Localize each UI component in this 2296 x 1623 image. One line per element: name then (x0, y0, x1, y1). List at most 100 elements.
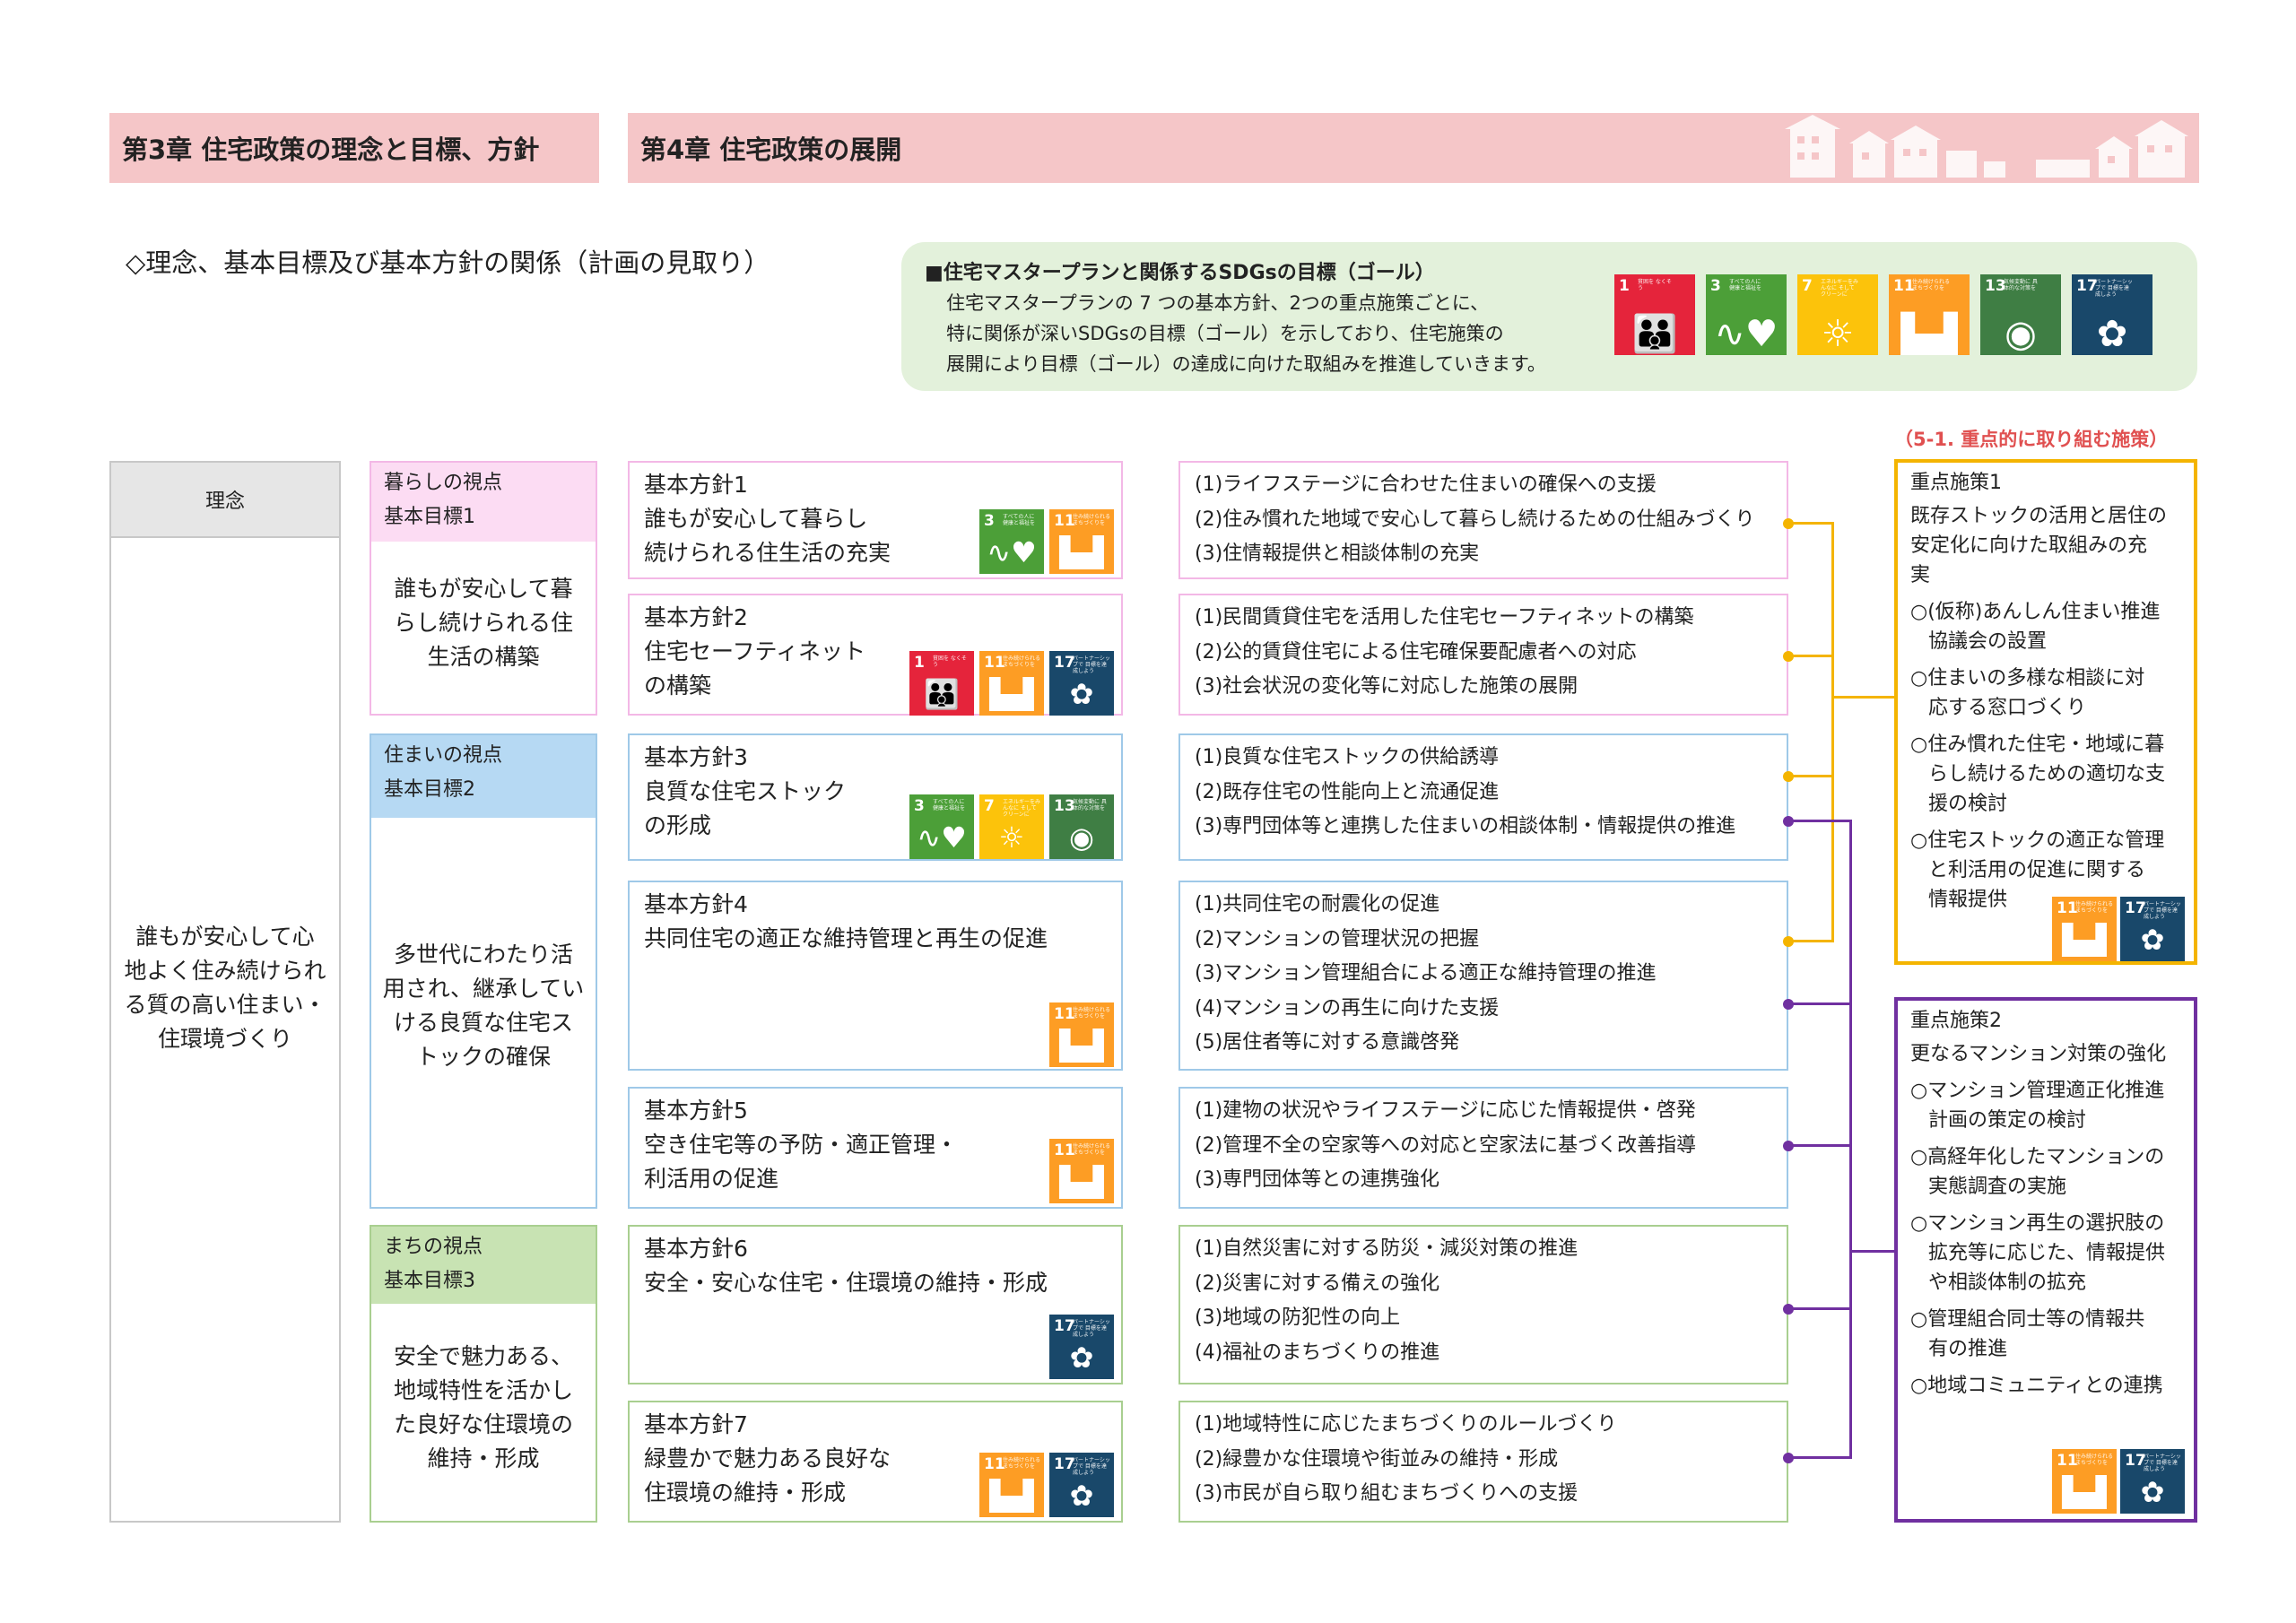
focus1-subtitle: 実 (1910, 564, 1931, 586)
heartbeat-icon: ∿♥ (1714, 312, 1779, 355)
sdg-number: 7 (1802, 277, 1813, 295)
goal1-label: 基本目標1 (384, 506, 475, 528)
sdg-label: 気候変動に 具体的な対策を (2004, 279, 2038, 291)
sdg-number: 13 (1054, 797, 1075, 815)
sdg-number: 3 (914, 797, 925, 815)
measure-item: (2)住み慣れた地域で安心して暮らし続けるための仕組みづくり (1195, 508, 1755, 531)
focus2-bullet: ○管理組合同士等の情報共 有の推進 (1910, 1305, 2194, 1364)
goal3-label: 基本目標3 (384, 1270, 475, 1292)
sdg-number: 3 (1710, 277, 1721, 295)
goal1-line: 生活の構築 (427, 644, 540, 670)
flower-icon: ✿ (2140, 1475, 2165, 1509)
measure-item: (2)管理不全の空家等への対応と空家法に基づく改善指導 (1195, 1133, 1697, 1157)
connector-yellow (1788, 522, 1833, 525)
sdg-number: 11 (2057, 1452, 2078, 1470)
bullet-line: と利活用の促進に関する (1928, 859, 2146, 881)
sdg-number: 11 (984, 654, 1005, 672)
rinen-line: 地よく住み続けられ (124, 958, 326, 984)
sdg-number: 1 (1619, 277, 1630, 295)
focus1-bullet: ○住宅ストックの適正な管理 と利活用の促進に関する 情報提供 (1910, 826, 2194, 915)
focus1-title: 重点施策1 (1910, 472, 2002, 494)
measure-item: (1)ライフステージに合わせた住まいの確保への支援 (1195, 473, 1657, 496)
flower-icon: ✿ (2096, 312, 2128, 355)
bullet-line: 協議会の設置 (1928, 630, 2048, 653)
goal2-line: トックの確保 (415, 1044, 551, 1070)
policy2-title: 基本方針2 (644, 604, 748, 630)
people-icon: 👪 (924, 677, 960, 711)
buildings-icon: ▙▟ (1900, 312, 1958, 355)
policy2-line: 住宅セーフティネット (644, 638, 866, 664)
connector-dot (1783, 651, 1794, 662)
sdg-label: 貧困を なくそう (933, 655, 967, 668)
goal2-header: 住まいの視点 基本目標2 (371, 735, 596, 818)
goal2-line: ける良質な住宅ス (393, 1010, 573, 1036)
connector-dot (1783, 816, 1794, 827)
connector-purple (1788, 1144, 1851, 1147)
connector-yellow (1788, 940, 1833, 942)
goal3-header: まちの視点 基本目標3 (371, 1227, 596, 1304)
flower-icon: ✿ (2140, 923, 2165, 957)
sdg-number: 11 (1893, 277, 1915, 295)
sdg-number: 17 (2125, 1452, 2146, 1470)
measure-item: (1)民間賃貸住宅を活用した住宅セーフティネットの構築 (1195, 606, 1694, 629)
sdg-number: 17 (1054, 1455, 1075, 1473)
flower-icon: ✿ (1069, 677, 1094, 711)
focus2-bullet: ○地域コミュニティとの連携 (1910, 1371, 2194, 1401)
measure-item: (1)建物の状況やライフステージに応じた情報提供・啓発 (1195, 1099, 1696, 1122)
policy7-line: 緑豊かで魅力ある良好な (644, 1445, 891, 1471)
buildings-icon: ▙▟ (2062, 1475, 2107, 1509)
measure-item: (3)市民が自ら取り組むまちづくりへの支援 (1195, 1482, 1578, 1505)
measures4-box: (1)共同住宅の耐震化の促進 (2)マンションの管理状況の把握 (3)マンション… (1178, 881, 1788, 1071)
houses-icon (1785, 115, 2188, 178)
sdg-label: パートナーシップで 目標を達成しよう (1073, 1457, 1110, 1476)
measure-item: (5)居住者等に対する意識啓発 (1195, 1031, 1460, 1054)
policy4-line: 共同住宅の適正な維持管理と再生の促進 (644, 925, 1048, 951)
connector-purple (1849, 1250, 1896, 1253)
sdg-number: 11 (1054, 1005, 1075, 1023)
measures1-box: (1)ライフステージに合わせた住まいの確保への支援 (2)住み慣れた地域で安心し… (1178, 461, 1788, 579)
sdg-number: 17 (2076, 277, 2098, 295)
buildings-icon: ▙▟ (989, 1479, 1034, 1513)
bullet-line: 援の検討 (1928, 793, 2008, 815)
bullet-line: ○管理組合同士等の情報共 (1910, 1308, 2145, 1331)
policy3-box: 基本方針3 良質な住宅ストック の形成 (628, 733, 1123, 861)
chapter3-title: 第3章 住宅政策の理念と目標、方針 (122, 135, 540, 165)
bullet-line: ○住み慣れた住宅・地域に暮 (1910, 733, 2165, 756)
focus-note: （5-1. 重点的に取り組む施策） (1894, 429, 2169, 450)
sdg-label: 住み続けられる まちづくりを (1073, 1007, 1111, 1020)
sdg-number: 11 (1054, 1141, 1075, 1159)
connector-yellow (1831, 522, 1834, 942)
sdg-number: 11 (1054, 512, 1075, 530)
bullet-line: ○(仮称)あんしん住まい推進 (1910, 601, 2161, 623)
bullet-line: 有の推進 (1928, 1338, 2008, 1360)
sdg-number: 17 (1054, 654, 1075, 672)
measure-item: (2)マンションの管理状況の把握 (1195, 927, 1480, 950)
policy2-line: の構築 (644, 673, 712, 699)
sdg-number: 11 (2057, 899, 2078, 917)
measure-item: (4)福祉のまちづくりの推進 (1195, 1341, 1440, 1364)
connector-yellow (1831, 696, 1896, 699)
bullet-line: 応する窓口づくり (1928, 697, 2087, 719)
measure-item: (2)緑豊かな住環境や街並みの維持・形成 (1195, 1447, 1559, 1471)
measures7-box: (1)地域特性に応じたまちづくりのルールづくり (2)緑豊かな住環境や街並みの維… (1178, 1401, 1788, 1523)
connector-dot (1783, 518, 1794, 529)
bullet-line: ○マンション再生の選択肢の (1910, 1212, 2165, 1235)
connector-dot (1783, 1304, 1794, 1315)
focus1-box: 重点施策1 既存ストックの活用と居住の 安定化に向けた取組みの充 実 ○(仮称)… (1894, 459, 2197, 965)
measure-item: (3)マンション管理組合による適正な維持管理の推進 (1195, 962, 1657, 985)
sdg-label: 気候変動に 具体的な対策を (1073, 799, 1107, 812)
goal1-line: らし続けられる住 (393, 610, 573, 636)
goal2-line: 用され、継承してい (382, 976, 585, 1002)
buildings-icon: ▙▟ (2062, 923, 2107, 957)
